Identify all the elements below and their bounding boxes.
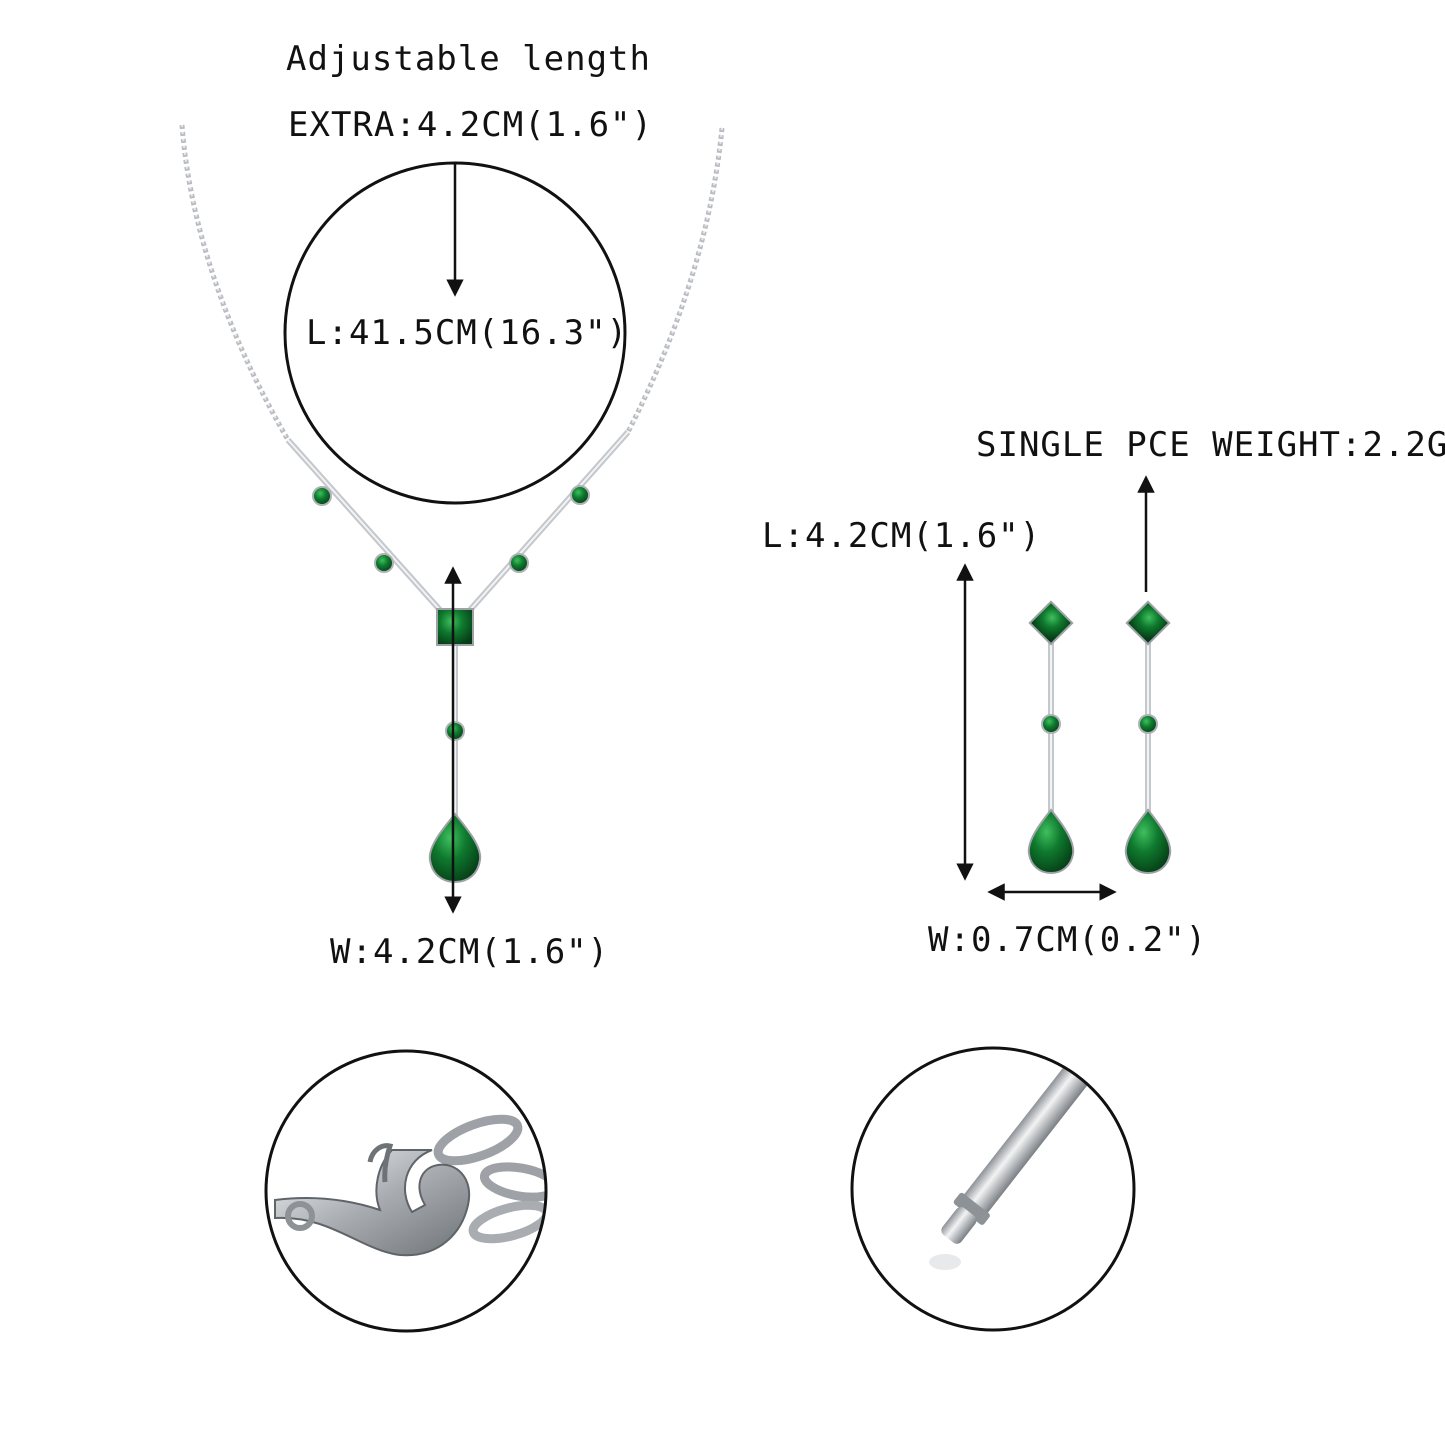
- earring-gem-pear: [1124, 808, 1172, 875]
- earring-gem-square: [1125, 600, 1171, 646]
- necklace-gem-round: [445, 721, 465, 741]
- earring-left: [1027, 600, 1075, 875]
- necklace-chain-right: [625, 127, 725, 434]
- earrings-illustration: [956, 475, 1172, 901]
- necklace-illustration: [179, 124, 725, 914]
- necklace-gem-pear: [428, 812, 482, 884]
- earring-gem-round: [1138, 714, 1158, 734]
- adjustable-length-label: Adjustable length: [286, 39, 651, 79]
- necklace-gem-round: [312, 486, 332, 506]
- extra-length-label: EXTRA:4.2CM(1.6"): [288, 105, 653, 145]
- necklace-gem-square: [436, 608, 474, 646]
- earring-gem-pear: [1027, 808, 1075, 875]
- post-detail: [850, 1046, 1136, 1332]
- earring-weight-label: SINGLE PCE WEIGHT:2.2G: [976, 425, 1445, 465]
- necklace-gem-round: [509, 553, 529, 573]
- necklace-gem-round: [374, 553, 394, 573]
- necklace-width-label: W:4.2CM(1.6"): [330, 932, 610, 972]
- earring-width-label: W:0.7CM(0.2"): [928, 920, 1208, 960]
- necklace-length-label: L:41.5CM(16.3"): [306, 313, 629, 353]
- earring-gem-square: [1028, 600, 1074, 646]
- necklace-gem-round: [570, 485, 590, 505]
- earring-length-label: L:4.2CM(1.6"): [762, 516, 1042, 556]
- lobster-clasp-icon: [274, 1114, 546, 1257]
- post-detail-circle: [850, 1046, 1136, 1332]
- necklace-chain-left: [179, 124, 291, 442]
- earring-gem-round: [1041, 714, 1061, 734]
- clasp-detail-circle: [264, 1049, 548, 1333]
- earring-right: [1124, 600, 1172, 875]
- earring-post-icon: [929, 1048, 1119, 1270]
- clasp-detail: [264, 1049, 548, 1333]
